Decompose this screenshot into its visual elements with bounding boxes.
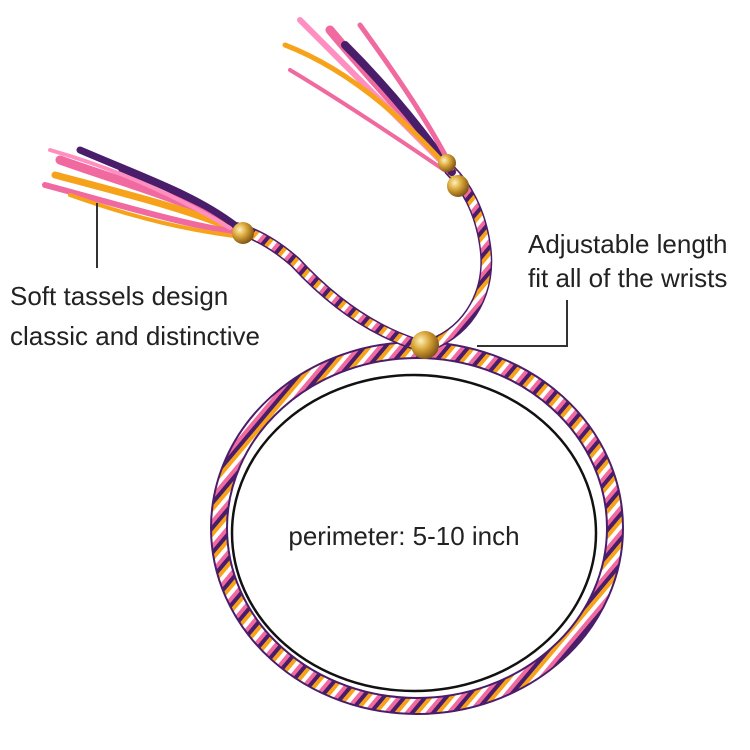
left-tassel xyxy=(42,146,241,238)
tassels-callout-line2: classic and distinctive xyxy=(10,321,260,351)
adjustable-callout-line1: Adjustable length xyxy=(528,229,727,259)
perimeter-label: perimeter: 5-10 inch xyxy=(288,521,519,551)
adjustable-leader-line xyxy=(477,300,568,347)
wrist-outline-circle xyxy=(230,373,598,693)
right-bead xyxy=(447,175,469,197)
slider-bead xyxy=(411,331,439,359)
adjustable-callout-line2: fit all of the wrists xyxy=(528,263,727,293)
right-bead-top xyxy=(438,154,456,172)
left-cord xyxy=(230,222,424,351)
tassels-callout-line1: Soft tassels design xyxy=(10,281,228,311)
left-bead xyxy=(232,222,254,244)
